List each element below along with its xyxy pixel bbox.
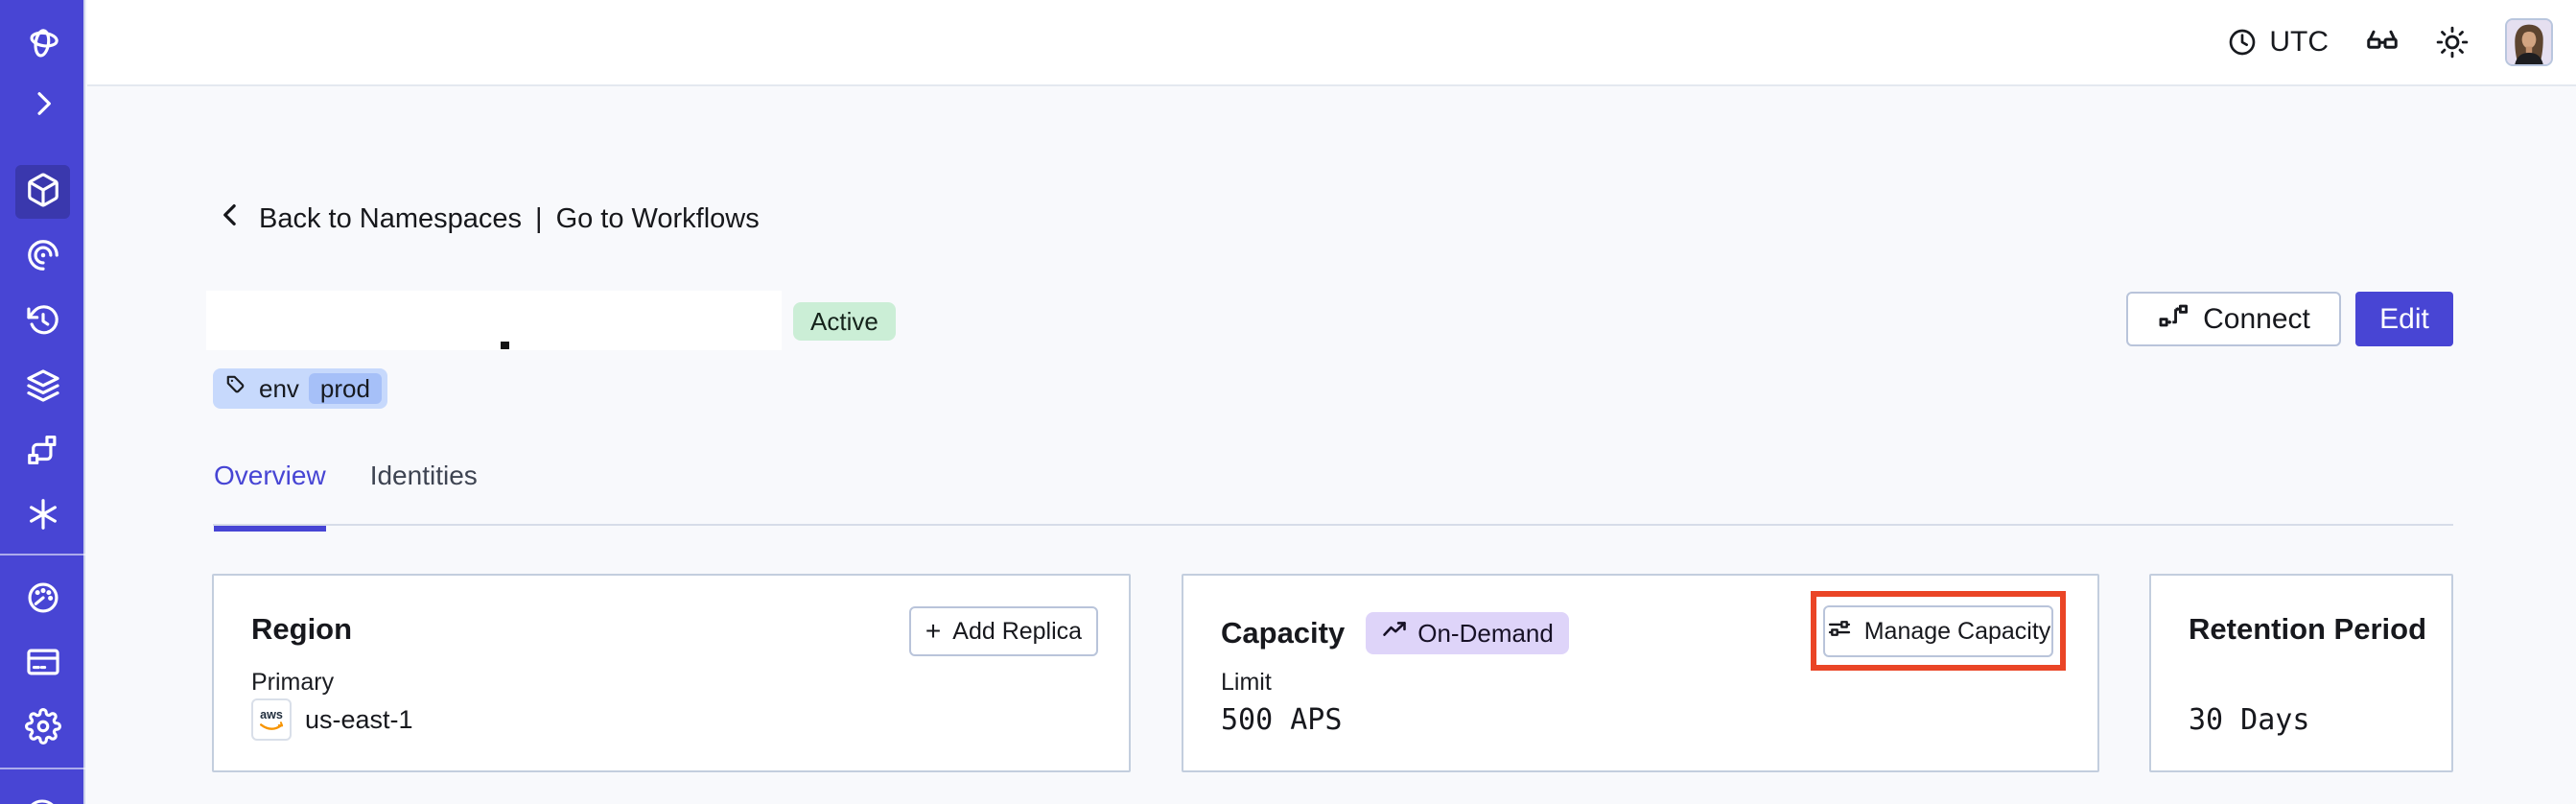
redacted-namespace-name: [206, 291, 782, 350]
sidebar-item-usage[interactable]: [15, 573, 70, 627]
sidebar-divider: [0, 768, 85, 769]
primary-label: Primary: [251, 669, 335, 696]
sidebar-item-account[interactable]: [0, 787, 85, 804]
sliders-icon: [1826, 615, 1853, 649]
timezone-selector[interactable]: UTC: [2227, 26, 2329, 59]
labs-glasses-button[interactable]: [2365, 25, 2400, 59]
on-demand-badge: On-Demand: [1366, 612, 1569, 654]
top-bar: UTC: [87, 0, 2576, 86]
nexus-asterisk-icon: [25, 496, 61, 537]
tab-identities[interactable]: Identities: [369, 461, 478, 490]
svg-text:aws: aws: [260, 708, 283, 721]
namespace-tag-env[interactable]: env prod: [213, 368, 387, 409]
tag-icon: [224, 373, 249, 405]
app-sidebar: [0, 0, 85, 804]
sidebar-item-batch-operations[interactable]: [15, 425, 70, 479]
edit-button-label: Edit: [2379, 302, 2429, 335]
redaction-artifact: [501, 342, 509, 349]
theme-toggle-sun-button[interactable]: [2436, 26, 2469, 59]
region-card: Region + Add Replica Primary aws us-east…: [212, 574, 1131, 772]
capacity-card: Capacity On-Demand Manage Capacity Limit…: [1182, 574, 2099, 772]
temporal-logo-icon: [25, 23, 61, 64]
add-replica-label: Add Replica: [952, 617, 1083, 645]
retention-card-title: Retention Period: [2189, 612, 2427, 646]
add-replica-button[interactable]: + Add Replica: [909, 606, 1098, 656]
region-card-title: Region: [251, 612, 353, 646]
usage-gauge-icon: [25, 579, 61, 621]
retention-card: Retention Period 30 Days: [2149, 574, 2453, 772]
batch-operations-branch-icon: [25, 432, 61, 473]
namespaces-cube-icon: [25, 172, 61, 213]
connect-button-label: Connect: [2203, 302, 2310, 335]
chevron-left-icon: [217, 201, 246, 237]
sidebar-item-schedules[interactable]: [15, 296, 70, 349]
namespace-tabs: Overview Identities: [214, 461, 478, 532]
retention-value: 30 Days: [2189, 703, 2310, 737]
capacity-card-title: Capacity: [1221, 616, 1346, 650]
clock-icon: [2227, 27, 2258, 58]
breadcrumb: Back to Namespaces | Go to Workflows: [217, 198, 760, 240]
go-to-workflows-link[interactable]: Go to Workflows: [555, 202, 760, 234]
sidebar-item-billing[interactable]: [15, 637, 70, 691]
chevron-right-icon: [25, 85, 61, 127]
sidebar-item-namespaces[interactable]: [15, 165, 70, 219]
aws-provider-icon: aws: [251, 698, 292, 741]
tag-key-label: env: [259, 373, 299, 403]
tab-overview[interactable]: Overview: [214, 461, 326, 532]
tabs-divider: [213, 524, 2453, 526]
workflows-spiral-icon: [25, 237, 61, 278]
sidebar-expand-button[interactable]: [15, 79, 70, 132]
sidebar-item-workflows[interactable]: [15, 230, 70, 284]
manage-capacity-label: Manage Capacity: [1863, 617, 2051, 645]
sidebar-item-deployments[interactable]: [15, 361, 70, 414]
limit-label: Limit: [1221, 669, 1272, 696]
back-to-namespaces-link[interactable]: Back to Namespaces: [259, 202, 523, 234]
tag-value-pill: prod: [308, 373, 382, 404]
schedules-clock-icon: [25, 302, 61, 343]
trending-up-icon: [1381, 617, 1408, 650]
edit-button[interactable]: Edit: [2355, 292, 2453, 346]
tag-value-label: prod: [319, 373, 370, 403]
primary-region-row: aws us-east-1: [251, 698, 413, 741]
sidebar-item-settings[interactable]: [15, 701, 70, 755]
deployments-layers-icon: [25, 367, 61, 409]
status-badge: Active: [793, 302, 896, 341]
timezone-label: UTC: [2269, 26, 2329, 58]
on-demand-label: On-Demand: [1417, 618, 1554, 648]
billing-credit-card-icon: [25, 644, 61, 685]
plus-icon: +: [925, 616, 942, 646]
connect-button[interactable]: Connect: [2126, 292, 2341, 346]
limit-value: 500 APS: [1221, 703, 1343, 737]
breadcrumb-separator: |: [535, 202, 543, 234]
sidebar-item-nexus[interactable]: [15, 489, 70, 543]
connect-flow-icon: [2157, 299, 2190, 340]
sidebar-divider: [0, 554, 85, 556]
sidebar-item-home[interactable]: [15, 16, 70, 70]
user-avatar[interactable]: [2505, 18, 2553, 66]
settings-gear-icon: [24, 707, 61, 749]
region-value: us-east-1: [305, 704, 413, 734]
manage-capacity-button[interactable]: Manage Capacity: [1823, 605, 2053, 657]
